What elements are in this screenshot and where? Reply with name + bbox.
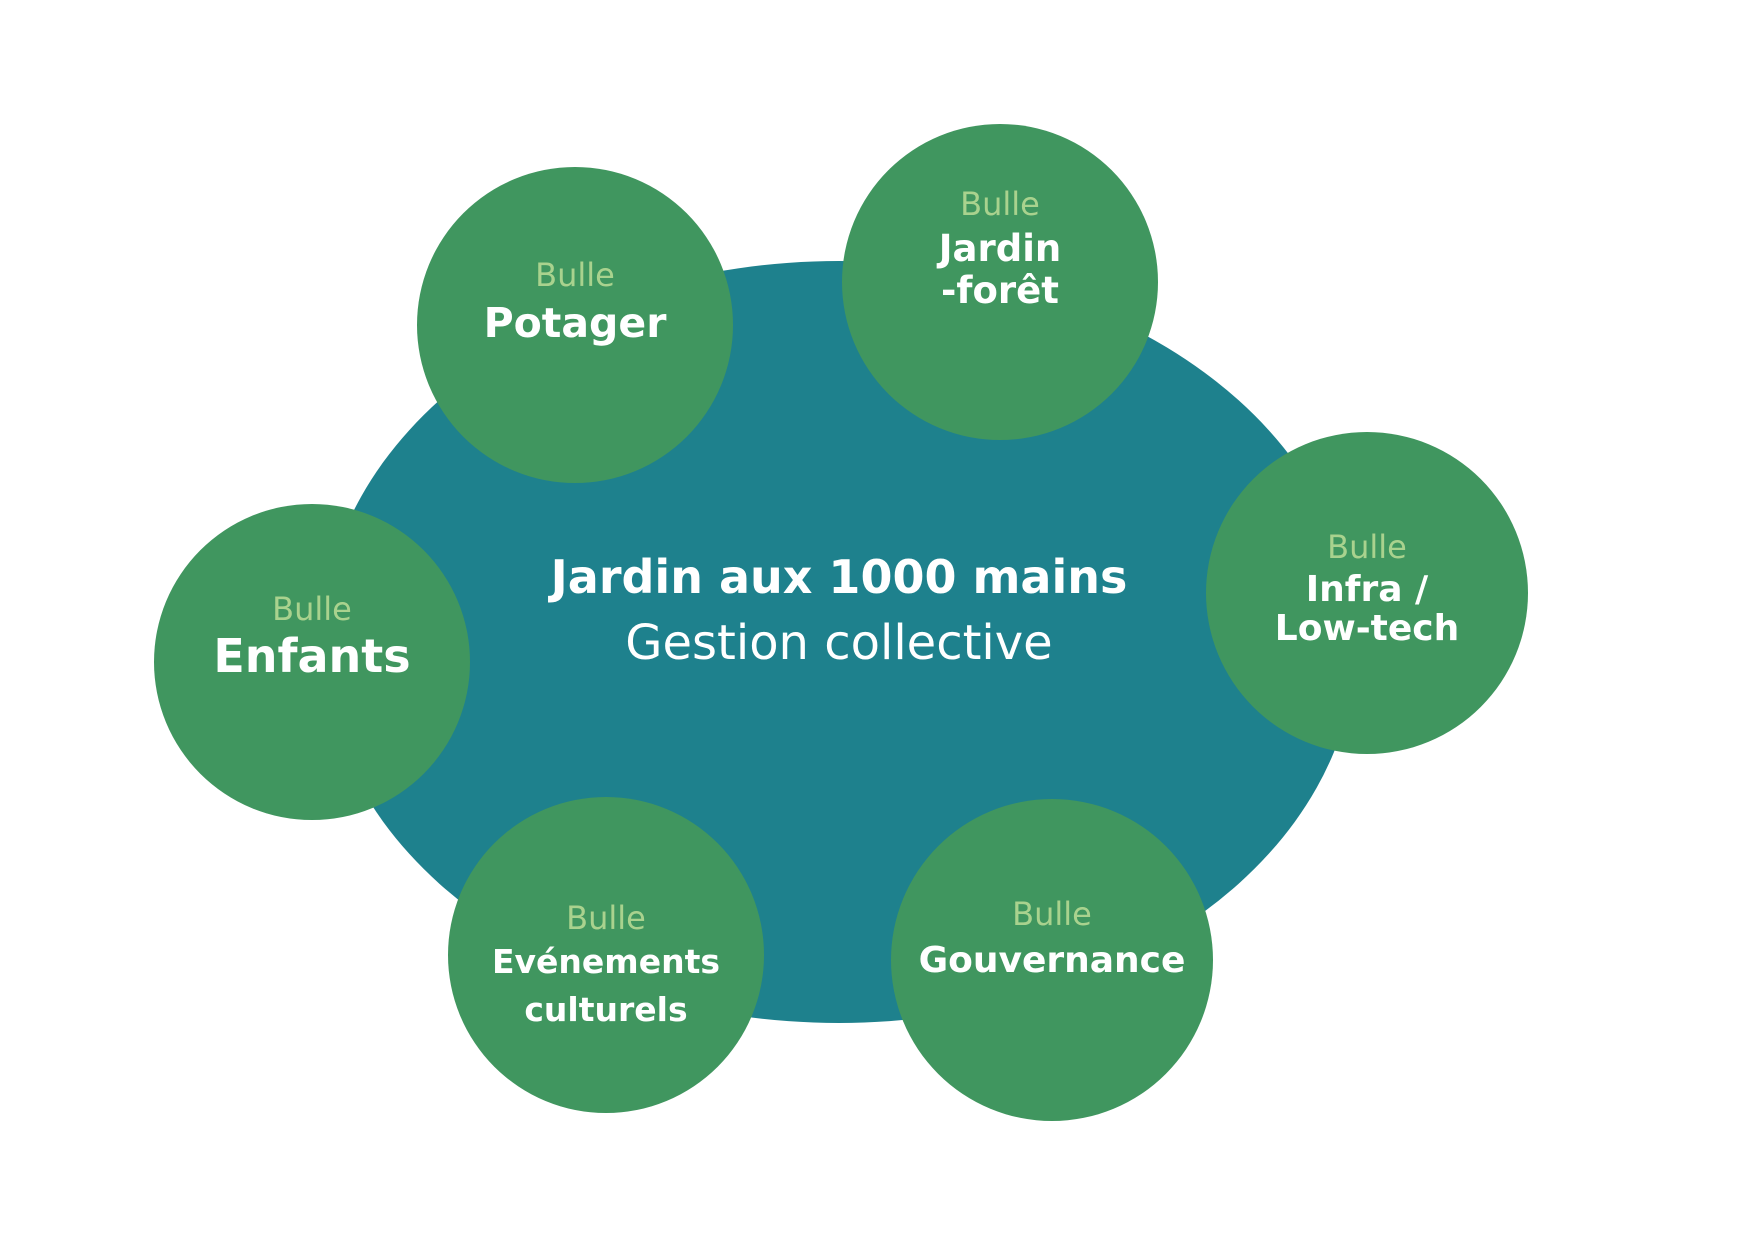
bubble-name: Evénements culturels [492,938,720,1034]
bubble-gouvernance: Bulle Gouvernance [891,799,1213,1121]
bubble-prefix: Bulle [1327,528,1407,566]
bubble-name: Infra / Low-tech [1274,569,1460,650]
bubble-name-line1: Jardin [938,227,1062,271]
bubble-name-line2: Low-tech [1274,608,1460,650]
central-label: Jardin aux 1000 mains Gestion collective [449,550,1229,673]
central-subtitle: Gestion collective [625,615,1053,672]
bubble-jardin-foret: Bulle Jardin -forêt [842,124,1158,440]
bubble-name-line2: culturels [524,990,688,1030]
bubble-name-line1: Evénements [492,942,720,982]
bubble-name: Enfants [213,629,411,684]
bubble-name: Jardin -forêt [939,228,1062,311]
bubble-name-line1: Infra / [1305,569,1429,611]
bubble-prefix: Bulle [535,256,615,294]
bubble-infra-low-tech: Bulle Infra / Low-tech [1206,432,1528,754]
bubble-enfants: Bulle Enfants [154,504,470,820]
bubble-prefix: Bulle [566,899,646,937]
bubble-prefix: Bulle [960,185,1040,223]
bubble-prefix: Bulle [1012,895,1092,933]
bubble-prefix: Bulle [272,590,352,628]
bubble-name: Gouvernance [918,940,1186,982]
bubble-evenements-culturels: Bulle Evénements culturels [448,797,764,1113]
bubble-potager: Bulle Potager [417,167,733,483]
bubble-name-line2: -forêt [941,268,1059,312]
central-title: Jardin aux 1000 mains [550,550,1128,604]
bubble-name: Potager [483,299,667,348]
